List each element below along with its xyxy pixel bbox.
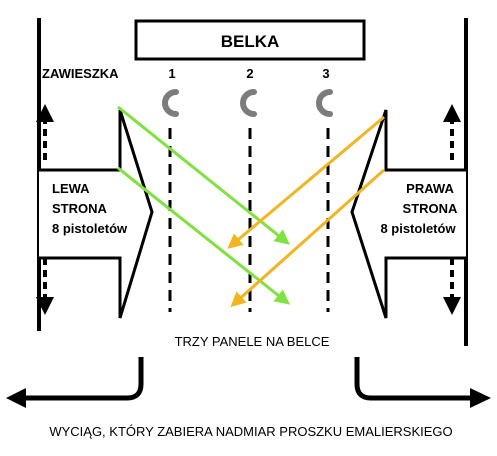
left-side-line1: LEWA	[52, 181, 90, 196]
down-arrow-icon	[36, 258, 54, 315]
right-side-line2: STRONA	[403, 201, 459, 216]
up-arrow-icon	[36, 104, 54, 160]
hook-icon	[316, 89, 333, 117]
exhaust-arrow-icon	[6, 357, 144, 408]
hook-icon	[240, 89, 257, 117]
hook-icon	[162, 89, 179, 117]
hanger-label: ZAWIESZKA	[42, 66, 119, 81]
spray-arrow-icon	[230, 168, 385, 307]
beam-label: BELKA	[221, 32, 280, 51]
spray-arrow-icon	[117, 166, 290, 305]
panel-number-2: 2	[246, 66, 253, 81]
down-arrow-icon	[443, 258, 461, 315]
right-side-line3: 8 pistoletów	[380, 221, 456, 236]
left-side-line3: 8 pistoletów	[52, 221, 128, 236]
spray-arrow-icon	[117, 105, 290, 245]
panel-number-1: 1	[168, 66, 175, 81]
right-side-block-arrow	[350, 109, 466, 319]
beam-box	[134, 19, 366, 61]
right-side-line1: PRAWA	[406, 181, 454, 196]
left-side-line2: STRONA	[52, 201, 108, 216]
exhaust-arrow-icon	[354, 357, 491, 408]
exhaust-caption: WYCIĄG, KTÓRY ZABIERA NADMIAR PROSZKU EM…	[49, 424, 452, 439]
panels-caption: TRZY PANELE NA BELCE	[175, 334, 330, 349]
spray-arrow-icon	[227, 115, 385, 249]
panel-number-3: 3	[322, 66, 329, 81]
up-arrow-icon	[443, 104, 461, 160]
